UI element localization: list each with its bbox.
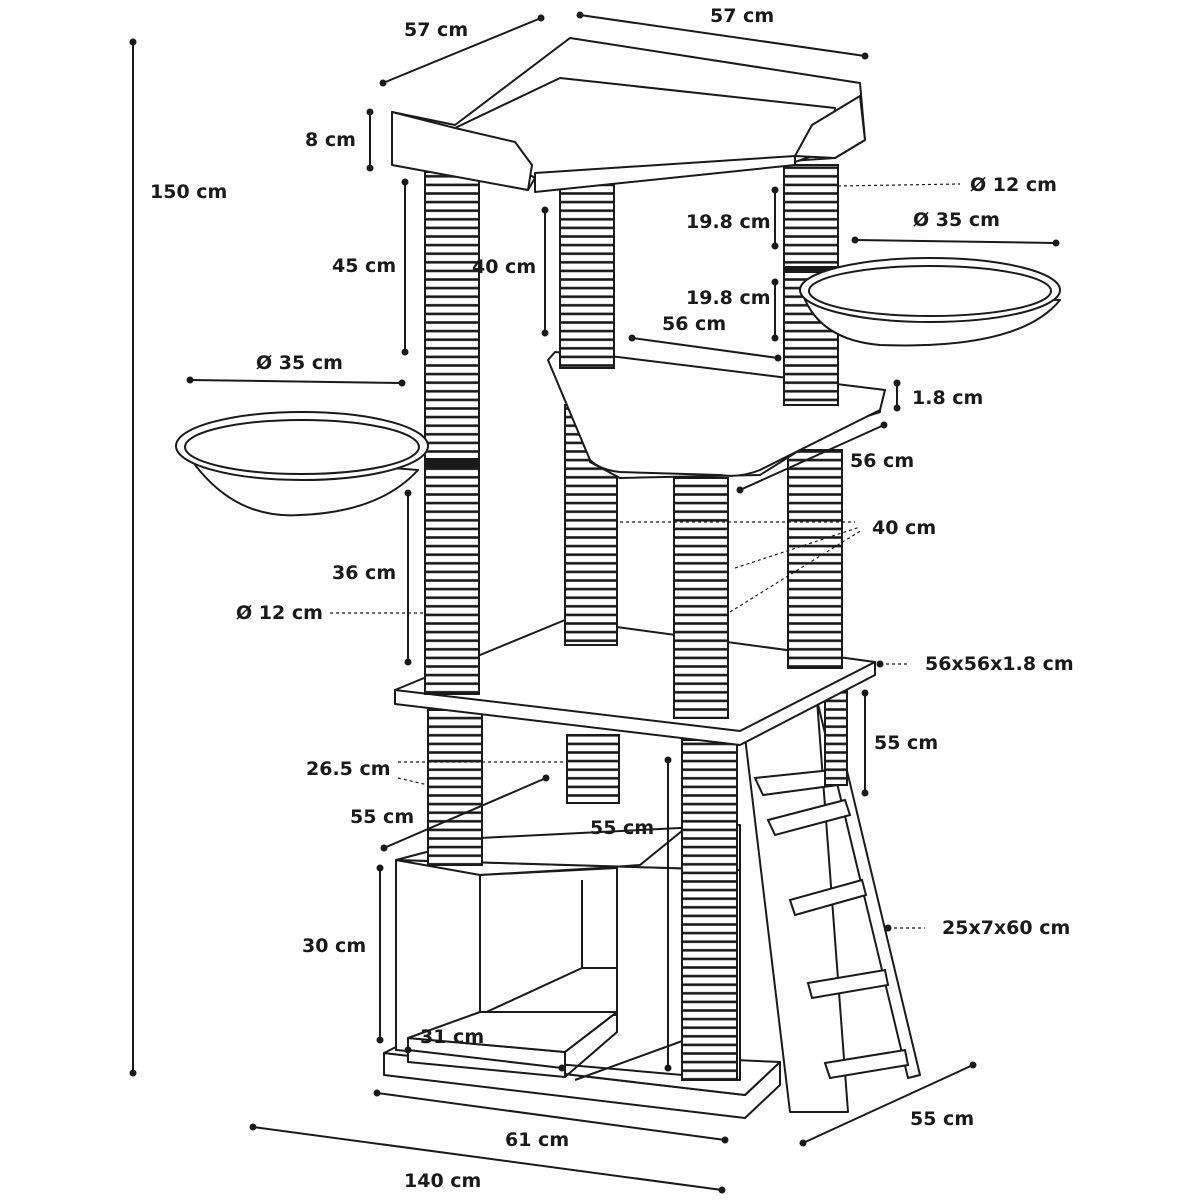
- bowl-right: [799, 257, 1061, 347]
- cave-box: [395, 799, 741, 1081]
- label-bowl-left-diameter: Ø 35 cm: [256, 352, 343, 374]
- middle-posts: [564, 404, 843, 719]
- label-post-left-upper: 45 cm: [332, 255, 396, 277]
- top-bed: [391, 37, 866, 193]
- label-post-diameter-right: Ø 12 cm: [970, 174, 1057, 196]
- post-mid-right: [787, 449, 843, 669]
- label-platform-mid-width: 56 cm: [850, 450, 914, 472]
- dimension-labels: 57 cm 57 cm 150 cm 8 cm 45 cm 40 cm Ø 12…: [150, 5, 1074, 1192]
- label-bowl-right-diameter: Ø 35 cm: [913, 209, 1000, 231]
- label-short-post-height: 26.5 cm: [306, 758, 391, 780]
- label-base-platform-size: 56x56x1.8 cm: [925, 653, 1074, 675]
- label-cave-depth: 55 cm: [350, 806, 414, 828]
- label-total-height: 150 cm: [150, 181, 227, 203]
- dimension-lines: [129, 11, 1060, 1194]
- label-cave-height: 30 cm: [302, 935, 366, 957]
- label-ladder-size: 25x7x60 cm: [942, 917, 1070, 939]
- label-top-bed-height: 8 cm: [305, 129, 356, 151]
- post-lower-back: [824, 689, 848, 786]
- leader-lines: [330, 183, 961, 932]
- middle-platform: [394, 619, 876, 746]
- label-posts-lower-height: 40 cm: [872, 517, 936, 539]
- post-lower-short: [566, 734, 620, 804]
- bowl-left: [175, 411, 429, 517]
- post-mid-front: [673, 477, 729, 719]
- label-post-segment-upper: 19.8 cm: [686, 211, 771, 233]
- label-base-front: 61 cm: [505, 1129, 569, 1151]
- lower-posts: [427, 689, 848, 1081]
- label-total-width: 140 cm: [404, 1170, 481, 1192]
- label-width-top-left: 57 cm: [404, 19, 468, 41]
- label-cave-width: 55 cm: [590, 817, 654, 839]
- label-post-left-mid: 36 cm: [332, 562, 396, 584]
- label-platform-posts-height: 55 cm: [874, 732, 938, 754]
- label-platform-mid-depth: 56 cm: [662, 313, 726, 335]
- label-step-width: 31 cm: [420, 1026, 484, 1048]
- label-base-side: 55 cm: [910, 1108, 974, 1130]
- post-upper-center: [559, 184, 615, 369]
- label-width-top-right: 57 cm: [710, 5, 774, 27]
- label-post-center-upper: 40 cm: [472, 256, 536, 278]
- post-lower-left: [427, 709, 483, 866]
- label-platform-thickness: 1.8 cm: [912, 387, 983, 409]
- label-post-segment-lower: 19.8 cm: [686, 287, 771, 309]
- post-lower-right: [681, 739, 738, 1081]
- left-tall-post: [424, 171, 480, 695]
- label-post-diameter-left: Ø 12 cm: [236, 602, 323, 624]
